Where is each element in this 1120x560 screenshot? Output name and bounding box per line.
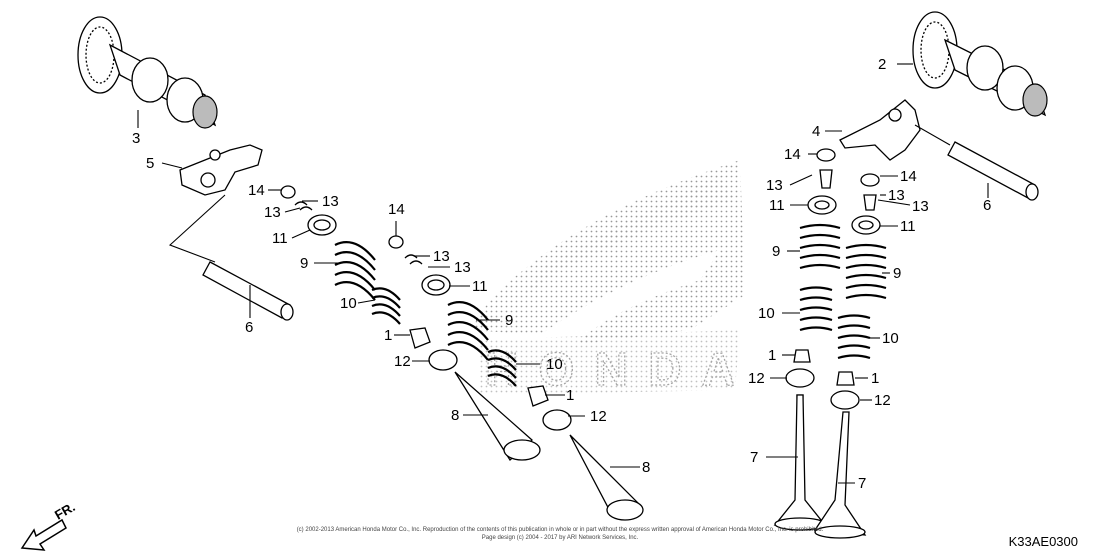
front-direction-indicator: FR.	[20, 499, 78, 551]
callout-12: 12	[394, 353, 411, 370]
callout-11: 11	[472, 278, 488, 295]
callout-5: 5	[146, 155, 154, 172]
callout-13: 13	[433, 248, 450, 265]
callout-7: 7	[858, 475, 866, 492]
callout-2: 2	[878, 56, 886, 73]
honda-wing-watermark: HONDA	[470, 160, 745, 396]
front-arrow-icon	[20, 518, 67, 551]
callout-13: 13	[912, 198, 929, 215]
callout-9: 9	[505, 312, 513, 329]
callout-14: 14	[248, 182, 265, 199]
rocker-arm-right	[839, 99, 921, 161]
leader-lines	[137, 63, 989, 484]
rocker-shaft-left	[202, 261, 294, 321]
valve-train-left-outer	[280, 185, 541, 462]
callout-10: 10	[882, 330, 899, 347]
callout-10: 10	[758, 305, 775, 322]
valve-train-right-b	[813, 173, 887, 539]
callout-11: 11	[900, 218, 916, 235]
callout-13: 13	[454, 259, 471, 276]
rocker-shaft-leader-left	[168, 194, 226, 263]
callout-12: 12	[748, 370, 765, 387]
callout-1: 1	[871, 370, 879, 387]
callout-1: 1	[768, 347, 776, 364]
callout-10: 10	[340, 295, 357, 312]
camshaft-left	[77, 16, 218, 129]
callout-6: 6	[245, 319, 253, 336]
callout-7: 7	[750, 449, 758, 466]
camshaft-right	[912, 11, 1048, 117]
callout-1: 1	[384, 327, 392, 344]
callout-labels: 3 5 14 13 13 11 9 10 1 12 6 8 14 13 13 1…	[132, 56, 991, 492]
callout-13: 13	[264, 204, 281, 221]
callout-12: 12	[874, 392, 891, 409]
front-label: FR.	[52, 499, 78, 522]
callout-10: 10	[546, 356, 563, 373]
rocker-shaft-leader-right	[914, 124, 951, 146]
rocker-shaft-right	[947, 141, 1039, 201]
copyright-line-2: Page design (c) 2004 - 2017 by ARI Netwo…	[482, 535, 639, 541]
callout-13: 13	[766, 177, 783, 194]
callout-1: 1	[566, 387, 574, 404]
callout-14: 14	[784, 146, 801, 163]
callout-3: 3	[132, 130, 140, 147]
copyright-line-1: (c) 2002-2013 American Honda Motor Co., …	[297, 527, 824, 533]
rocker-arm-left	[179, 144, 263, 196]
callout-4: 4	[812, 123, 820, 140]
callout-14: 14	[900, 168, 917, 185]
callout-8: 8	[451, 407, 459, 424]
callout-11: 11	[769, 197, 785, 214]
callout-13: 13	[322, 193, 339, 210]
callout-9: 9	[772, 243, 780, 260]
callout-9: 9	[300, 255, 308, 272]
valve-train-right-a	[773, 148, 841, 531]
callout-8: 8	[642, 459, 650, 476]
diagram-code: K33AE0300	[1009, 534, 1078, 549]
callout-9: 9	[893, 265, 901, 282]
callout-12: 12	[590, 408, 607, 425]
valve-train-left-inner	[388, 235, 644, 521]
callout-14: 14	[388, 201, 405, 218]
callout-13: 13	[888, 187, 905, 204]
callout-11: 11	[272, 230, 288, 247]
callout-6: 6	[983, 197, 991, 214]
